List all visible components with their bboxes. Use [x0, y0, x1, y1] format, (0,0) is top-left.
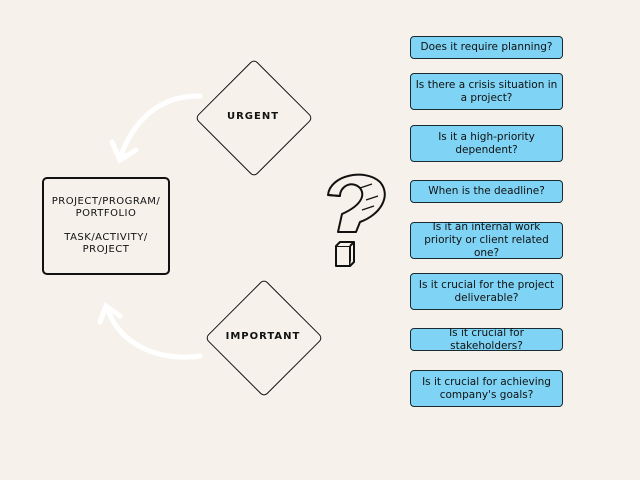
center-box-line3: TASK/ACTIVITY/ — [64, 232, 148, 243]
important-label: IMPORTANT — [225, 331, 301, 342]
center-box-line1: PROJECT/PROGRAM/ — [51, 196, 161, 207]
question-box: When is the deadline? — [410, 180, 563, 203]
question-box: Is it an internal work priority or clien… — [410, 221, 563, 259]
arrow-top — [109, 93, 203, 164]
question-box: Is it crucial for the project deliverabl… — [410, 273, 563, 310]
question-box: Is there a crisis situation in a project… — [410, 73, 563, 110]
center-box-line4: PROJECT — [82, 244, 130, 255]
urgent-label: URGENT — [226, 111, 280, 122]
question-box: Is it a high-priority dependent? — [410, 125, 563, 162]
project-task-box: PROJECT/PROGRAM/ PORTFOLIO TASK/ACTIVITY… — [42, 177, 170, 275]
question-box: Is it crucial for achieving company's go… — [410, 370, 563, 407]
question-box: Is it crucial for stakeholders? — [410, 327, 563, 352]
center-box-line2: PORTFOLIO — [75, 208, 137, 219]
arrow-bottom — [97, 302, 203, 360]
question-mark-icon — [327, 173, 386, 267]
question-box: Does it require planning? — [410, 36, 563, 59]
